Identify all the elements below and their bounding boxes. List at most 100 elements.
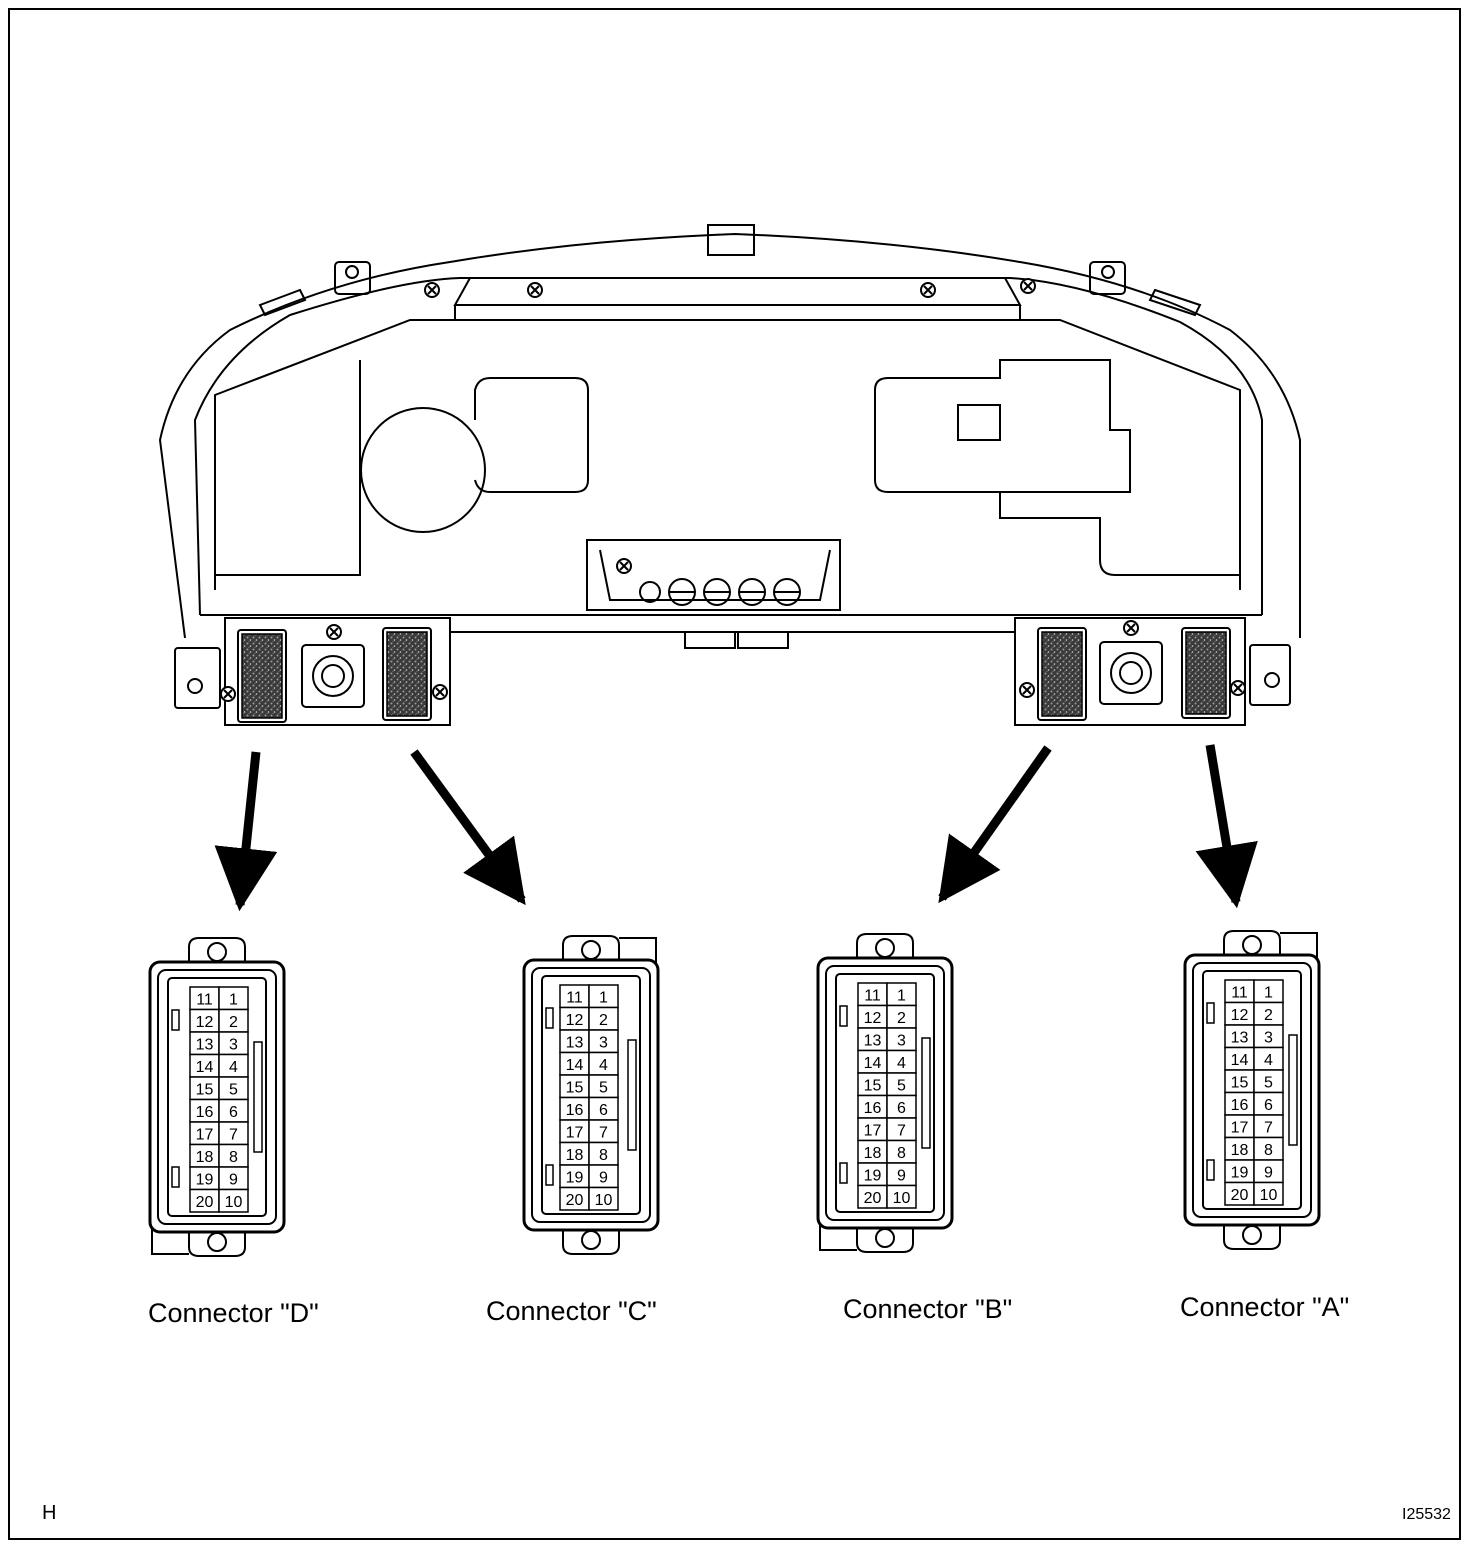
figure-frame [8,8,1461,1540]
pin-number: 4 [229,1059,238,1076]
pin-number: 10 [595,1192,613,1209]
screw-icon [1020,278,1036,294]
pin-number: 10 [1260,1187,1278,1204]
screw-icon [1123,620,1139,636]
pin-number: 11 [1231,984,1248,1001]
screw-icon [616,558,632,574]
pin-number: 9 [229,1171,238,1188]
pin-number: 2 [229,1014,238,1031]
pin-number: 9 [897,1167,906,1184]
pin-number: 8 [897,1145,906,1162]
screw-icon [920,282,936,298]
pin-cell [1253,1181,1284,1206]
connector-label-b: Connector "B" [843,1294,1013,1324]
pin-number: 8 [599,1147,608,1164]
pin-number: 4 [897,1055,906,1072]
screw-icon [1230,680,1246,696]
pin-number: 5 [229,1081,238,1098]
pin-number: 16 [566,1102,584,1119]
pin-number: 11 [196,991,213,1008]
pin-number: 13 [864,1032,882,1049]
screw-icon [432,684,448,700]
pin-number: 6 [1264,1097,1273,1114]
pin-number: 6 [229,1104,238,1121]
pin-number: 2 [1264,1007,1273,1024]
pin-number: 12 [566,1012,584,1029]
corner-mark: H [42,1502,57,1524]
pin-number: 17 [864,1122,882,1139]
pin-number: 3 [599,1034,608,1051]
pin-number: 20 [566,1192,584,1209]
pin-number: 18 [196,1149,214,1166]
screws [220,278,1246,702]
meter-housing [158,224,1301,726]
pin-number: 6 [897,1100,906,1117]
pin-number: 19 [196,1171,214,1188]
pin-number: 19 [566,1169,584,1186]
pin-number: 12 [196,1014,214,1031]
pin-number: 18 [566,1147,584,1164]
pin-number: 13 [196,1036,214,1053]
arrow-to-connector-c [410,749,526,906]
pin-number: 3 [897,1032,906,1049]
pin-number: 14 [196,1059,214,1076]
arrow-to-connector-b [938,745,1052,904]
pin-number: 2 [897,1010,906,1027]
pin-number: 16 [864,1100,882,1117]
pin-number: 16 [1231,1097,1249,1114]
pin-number: 7 [599,1124,608,1141]
pin-number: 16 [196,1104,214,1121]
pin-number: 13 [1231,1029,1249,1046]
pin-number: 17 [566,1124,584,1141]
pin-number: 17 [196,1126,214,1143]
figure-code: I25532 [1402,1506,1451,1523]
pin-number: 7 [897,1122,906,1139]
pin-number: 17 [1231,1119,1249,1136]
arrow-to-connector-a [1195,744,1258,909]
pin-number: 3 [1264,1029,1273,1046]
pin-number: 5 [1264,1074,1273,1091]
screw-icon [326,624,342,640]
pin-number: 1 [1264,984,1273,1001]
pin-number: 14 [864,1055,882,1072]
pin-number: 1 [897,987,906,1004]
pin-number: 9 [1264,1164,1273,1181]
connector-label-a: Connector "A" [1180,1292,1350,1322]
screw-icon [220,686,236,702]
pin-number: 12 [864,1010,882,1027]
connector-label-d: Connector "D" [148,1298,319,1328]
pin-number: 10 [225,1194,243,1211]
pin-number: 2 [599,1012,608,1029]
pin-number: 4 [599,1057,608,1074]
pin-number: 7 [229,1126,238,1143]
pin-number: 18 [864,1145,882,1162]
pin-number: 13 [566,1034,584,1051]
pin-number: 5 [897,1077,906,1094]
pin-number: 10 [893,1190,911,1207]
pin-number: 20 [196,1194,214,1211]
pin-number: 20 [1231,1187,1249,1204]
pin-number: 15 [1231,1074,1249,1091]
pin-number: 6 [599,1102,608,1119]
pin-cell [886,1184,917,1209]
pin-number: 15 [864,1077,882,1094]
pin-number: 11 [864,987,881,1004]
arrow-to-connector-d [214,751,278,912]
screw-icon [424,282,440,298]
pin-number: 14 [1231,1052,1249,1069]
pin-cell [218,1188,249,1213]
pin-number: 7 [1264,1119,1273,1136]
pointer-arrows [214,744,1258,912]
pin-number: 15 [566,1079,584,1096]
pin-number: 1 [599,989,608,1006]
connector-foam-pads [241,631,1227,719]
pin-number: 19 [1231,1164,1249,1181]
pin-number: 8 [229,1149,238,1166]
pin-number: 18 [1231,1142,1249,1159]
